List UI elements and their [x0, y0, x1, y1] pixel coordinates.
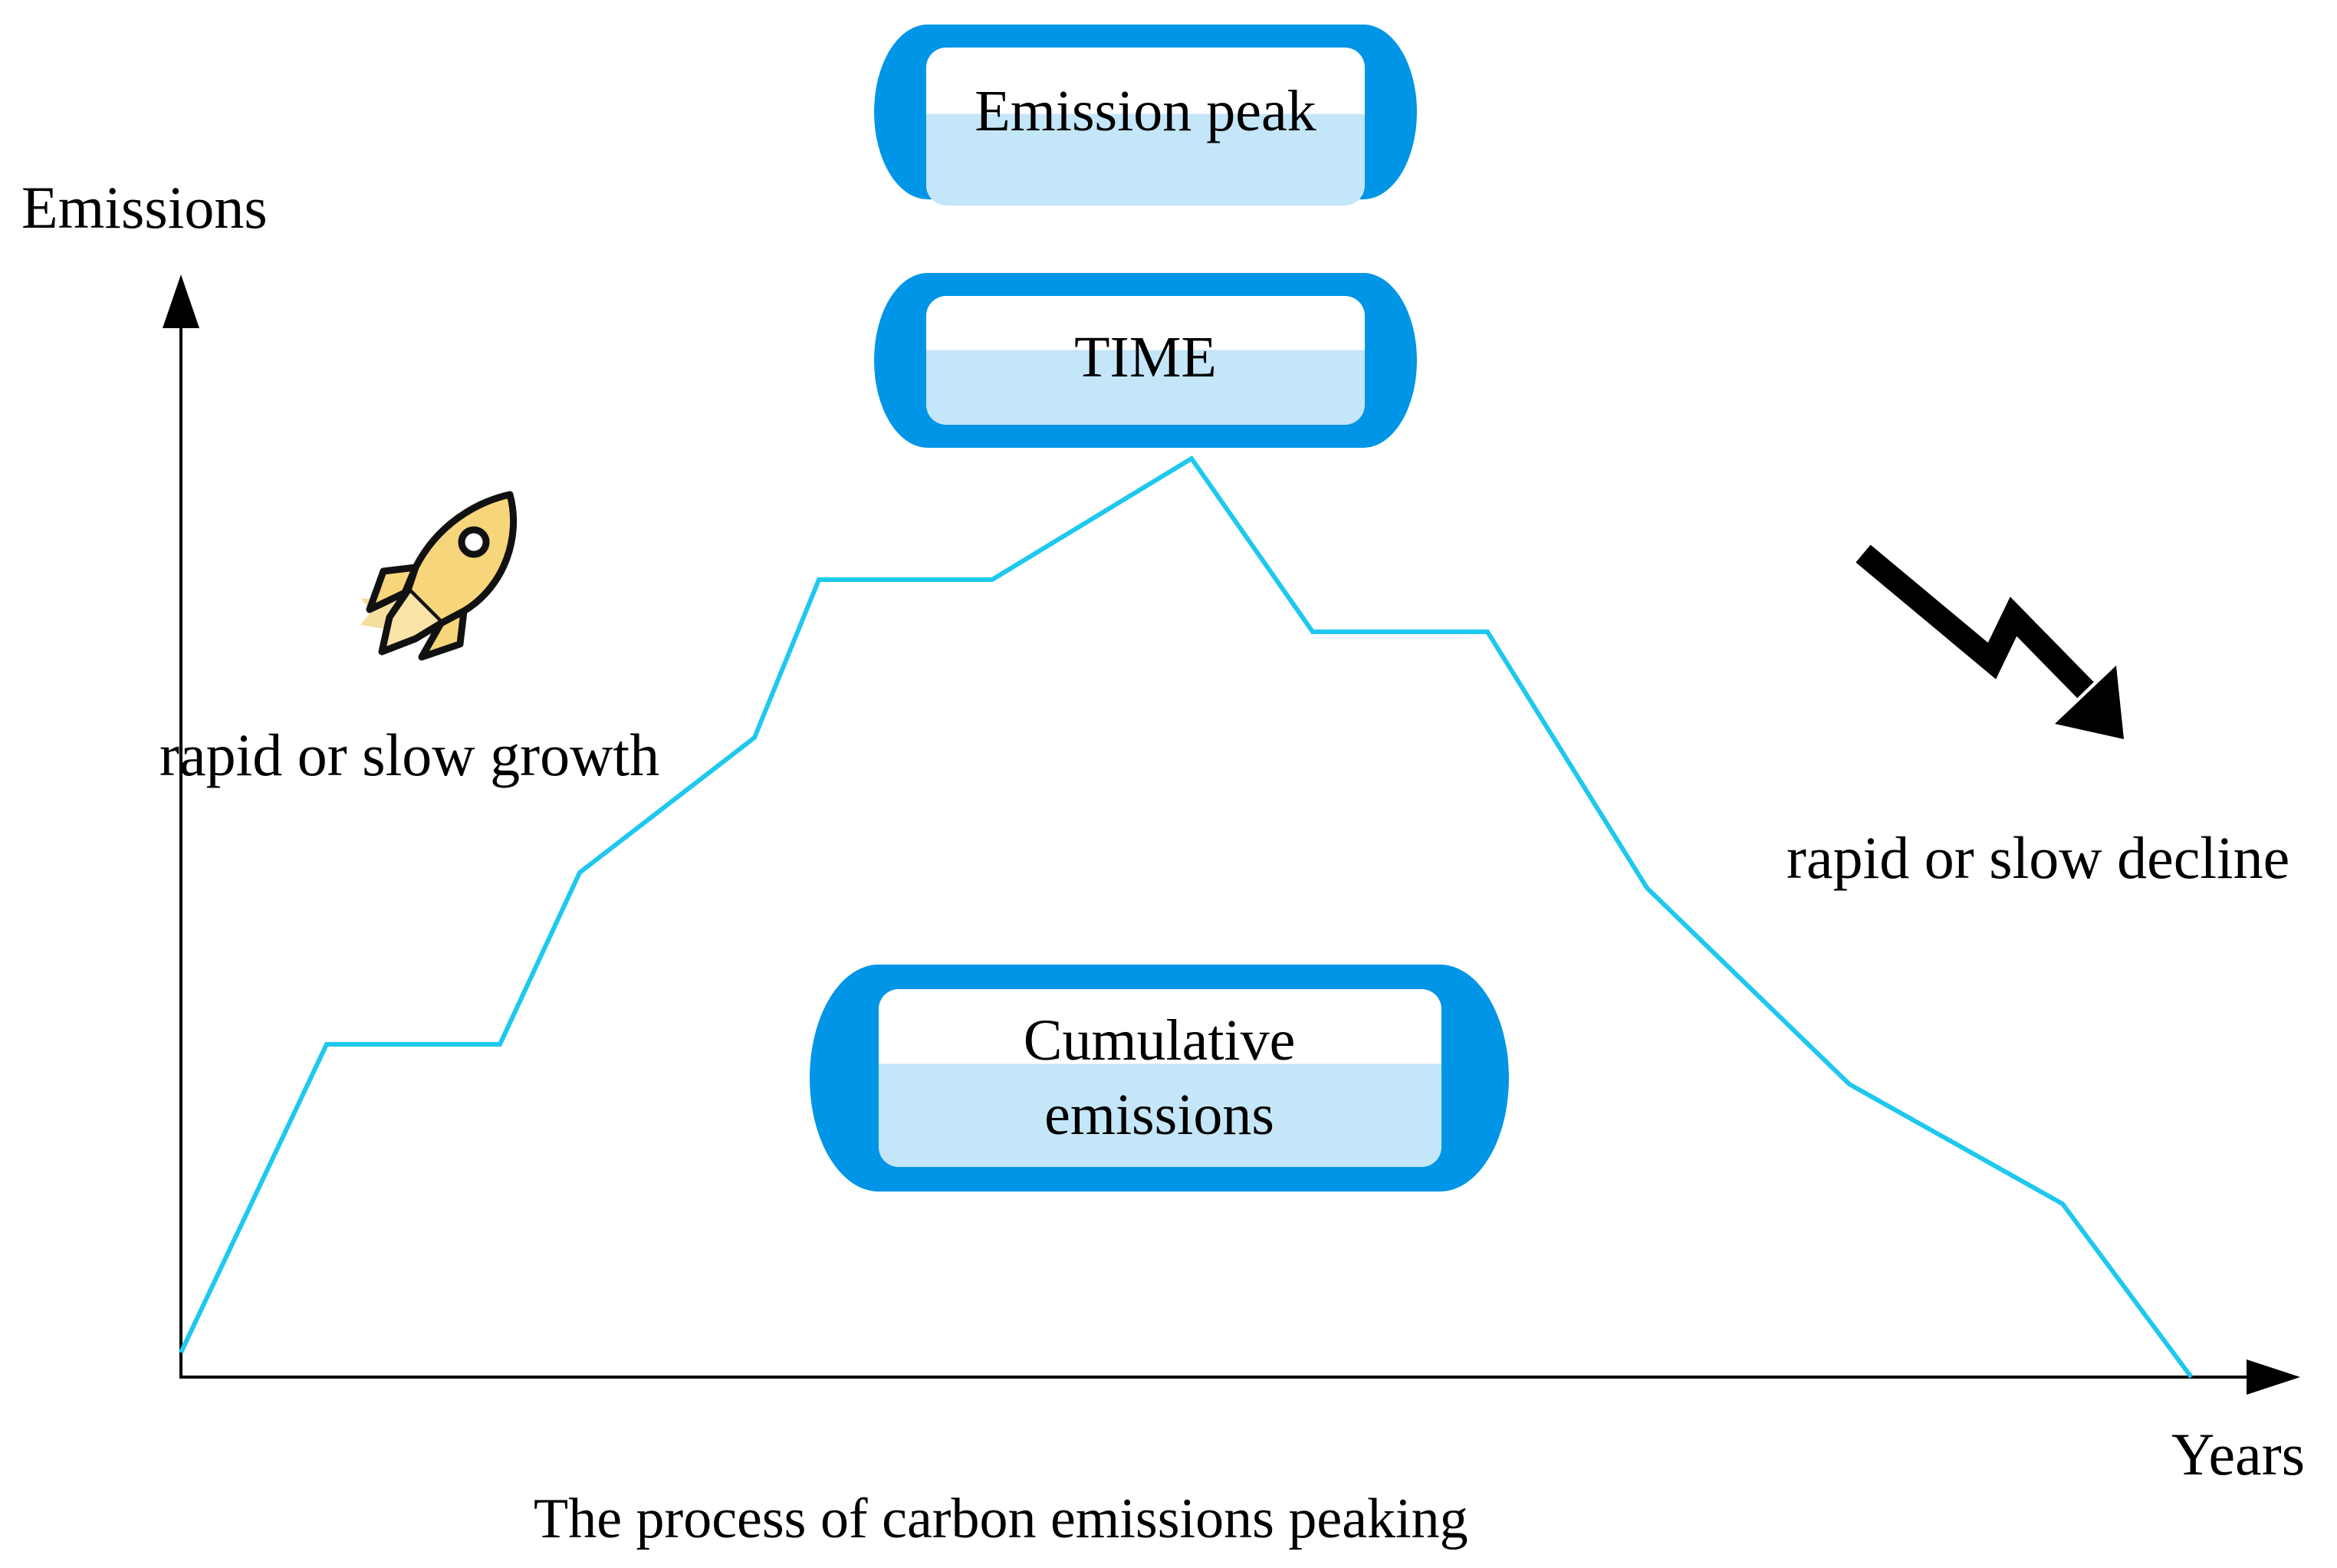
decline-label: rapid or slow decline [1786, 824, 2290, 891]
rocket-icon [360, 491, 518, 661]
emission-peak-box: Emission peak [874, 25, 1417, 205]
cumulative-emissions-line2: emissions [1044, 1083, 1274, 1147]
cumulative-emissions-box-panel [879, 989, 1441, 1167]
time-box-panel [926, 296, 1365, 425]
x-axis-arrowhead [2247, 1359, 2300, 1395]
time-box: TIME [874, 273, 1417, 448]
growth-label: rapid or slow growth [159, 722, 660, 788]
emission-peak-box-panel [926, 48, 1365, 205]
cumulative-emissions-box-label: Cumulative emissions [810, 965, 1509, 1192]
y-axis-arrowhead [163, 274, 199, 328]
x-axis-label: Years [2171, 1421, 2306, 1487]
emissions-curve [179, 455, 2194, 1379]
y-axis-label: Emissions [21, 174, 268, 241]
time-box-label: TIME [1074, 325, 1217, 390]
cumulative-emissions-line1: Cumulative [1023, 1008, 1296, 1073]
diagram-caption: The process of carbon emissions peaking [534, 1487, 1468, 1550]
emission-peak-box-label: Emission peak [975, 79, 1316, 144]
cumulative-emissions-box: Cumulative emissions [810, 965, 1509, 1192]
zigzag-down-arrow-icon [1855, 544, 2124, 739]
